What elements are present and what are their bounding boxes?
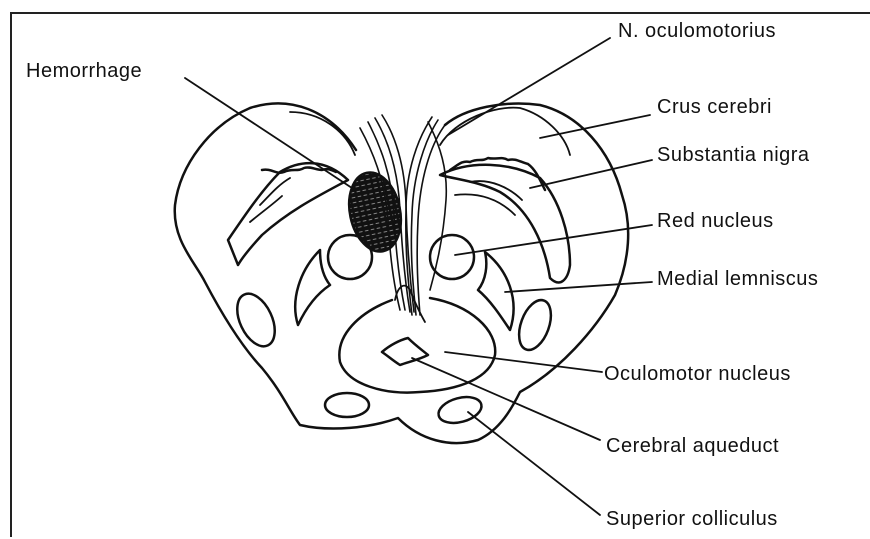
right-red-nucleus (430, 235, 474, 279)
left-red-nucleus (328, 235, 372, 279)
right-colliculus (436, 393, 485, 428)
cerebral-aqueduct-shape (382, 338, 428, 365)
label-superior-colliculus: Superior colliculus (606, 508, 778, 531)
left-lateral-oval (230, 288, 283, 352)
label-cerebral-aqueduct: Cerebral aqueduct (606, 435, 779, 458)
hemorrhage-region (342, 168, 408, 257)
label-oculomotor-nucleus: Oculomotor nucleus (604, 363, 791, 386)
right-lateral-oval (513, 296, 557, 354)
left-medial-lemniscus (295, 250, 330, 325)
label-n-oculomotorius: N. oculomotorius (618, 20, 776, 43)
label-medial-lemniscus: Medial lemniscus (657, 268, 818, 291)
label-hemorrhage: Hemorrhage (26, 60, 142, 83)
label-crus-cerebri: Crus cerebri (657, 96, 772, 119)
left-colliculus (325, 393, 369, 417)
label-red-nucleus: Red nucleus (657, 210, 774, 233)
label-substantia-nigra: Substantia nigra (657, 144, 810, 167)
